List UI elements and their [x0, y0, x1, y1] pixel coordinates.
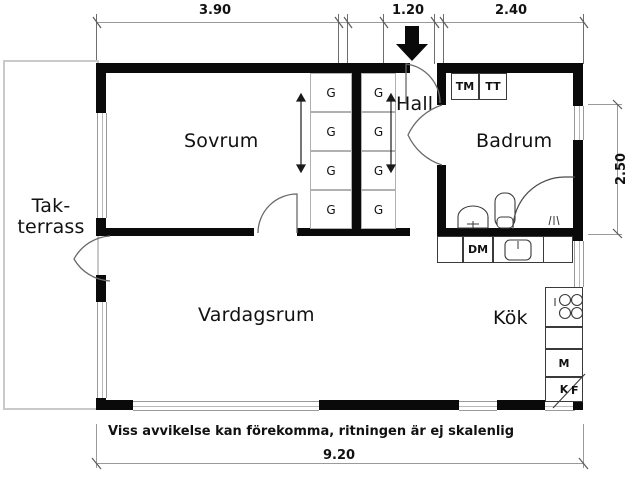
- interior-wall-badrum-left: [437, 165, 446, 236]
- window-bottom-2: [226, 401, 319, 411]
- window-bottom-1: [133, 401, 226, 411]
- exterior-wall-bottom: [319, 400, 459, 410]
- appliance-f: F: [571, 384, 579, 397]
- closet-right-arrow-icon: [385, 92, 397, 174]
- counter-segment: [545, 327, 583, 349]
- appliance-dm: DM: [463, 236, 493, 263]
- closet-right-1: G: [361, 73, 396, 112]
- interior-wall-badrum-left: [437, 63, 446, 105]
- floor-drain-icon: [548, 215, 560, 226]
- door-sovrum-icon: [257, 193, 298, 234]
- closet-left-3: G: [310, 151, 352, 190]
- dimension-top-2-40: 2.40: [495, 3, 528, 18]
- closet-right-2: G: [361, 112, 396, 151]
- bottom-dim-ext: [96, 424, 97, 468]
- right-dim-slashes: [612, 99, 623, 239]
- dimension-top-3-90: 3.90: [199, 3, 232, 18]
- dimension-right-2-50: 2.50: [614, 152, 629, 185]
- appliance-tt: TT: [479, 73, 507, 100]
- shower-screen-icon: [512, 176, 575, 230]
- closet-left-arrow-icon: [295, 92, 307, 174]
- appliance-tm: TM: [451, 73, 479, 100]
- exterior-wall-bottom: [497, 400, 545, 410]
- appliance-m: M: [545, 349, 583, 377]
- top-dim-slashes: [92, 16, 589, 29]
- top-dim-tick: [383, 14, 384, 64]
- room-label-hall: Hall: [396, 93, 434, 115]
- room-label-kok: Kök: [493, 307, 528, 329]
- door-badrum-icon: [407, 104, 443, 166]
- exterior-wall-left: [96, 218, 106, 236]
- top-dim-tick: [443, 14, 444, 64]
- toilet-icon: [494, 192, 516, 229]
- exterior-wall-right: [573, 140, 583, 241]
- entrance-arrow-icon: [396, 26, 428, 61]
- door-entrance-icon: [405, 63, 441, 104]
- counter-segment: [437, 236, 463, 263]
- room-label-sovrum: Sovrum: [184, 130, 259, 152]
- dimension-bottom-9-20: 9.20: [323, 448, 356, 463]
- right-dimension-line: [617, 104, 618, 234]
- stove-burners-icon: [554, 293, 584, 320]
- exterior-wall-left: [96, 398, 106, 410]
- interior-wall-sovrum-bottom: [106, 228, 254, 236]
- window-right-2: [574, 241, 584, 287]
- top-dim-tick: [96, 14, 97, 64]
- closet-left-2: G: [310, 112, 352, 151]
- top-dim-tick: [338, 14, 339, 64]
- right-dim-ext: [588, 234, 622, 235]
- exterior-wall-top: [437, 63, 583, 73]
- appliance-k: K: [545, 377, 583, 402]
- exterior-wall-top: [96, 63, 410, 73]
- sink-icon: [457, 205, 489, 229]
- counter-segment: [543, 236, 573, 263]
- interior-wall-closet-divider: [352, 63, 361, 236]
- door-terrace-icon: [73, 235, 111, 282]
- roof-terrace-outline: [3, 60, 99, 410]
- right-dim-ext: [588, 104, 622, 105]
- top-dim-tick: [583, 14, 584, 64]
- exterior-wall-left: [96, 63, 106, 113]
- top-dim-tick: [347, 14, 348, 64]
- closet-left-1: G: [310, 73, 352, 112]
- room-label-takterrass: Tak- terrass: [6, 195, 96, 239]
- window-left-2: [97, 302, 107, 398]
- room-label-takterrass-line1: Tak-: [31, 195, 71, 217]
- closet-right-4: G: [361, 190, 396, 229]
- bottom-dim-ext: [583, 424, 584, 468]
- room-label-vardagsrum: Vardagsrum: [198, 304, 315, 326]
- window-bottom-3: [459, 401, 497, 411]
- kitchen-sink-icon: [504, 239, 532, 261]
- fridge-freezer-split-icon: [552, 373, 586, 409]
- exterior-wall-left: [96, 275, 106, 302]
- window-left-1: [97, 113, 107, 218]
- closet-left-4: G: [310, 190, 352, 229]
- top-dim-tick: [434, 14, 435, 64]
- exterior-wall-bottom: [96, 400, 133, 410]
- room-label-badrum: Badrum: [476, 130, 553, 152]
- exterior-wall-right: [573, 63, 583, 106]
- dimension-top-1-20: 1.20: [392, 3, 425, 18]
- window-right-1: [574, 106, 584, 140]
- bottom-dim-slashes: [91, 457, 589, 470]
- interior-wall-badrum-bottom: [437, 228, 583, 236]
- room-label-takterrass-line2: terrass: [17, 216, 85, 239]
- bottom-dimension-line: [96, 463, 583, 464]
- disclaimer-note: Viss avvikelse kan förekomma, ritningen …: [108, 424, 515, 439]
